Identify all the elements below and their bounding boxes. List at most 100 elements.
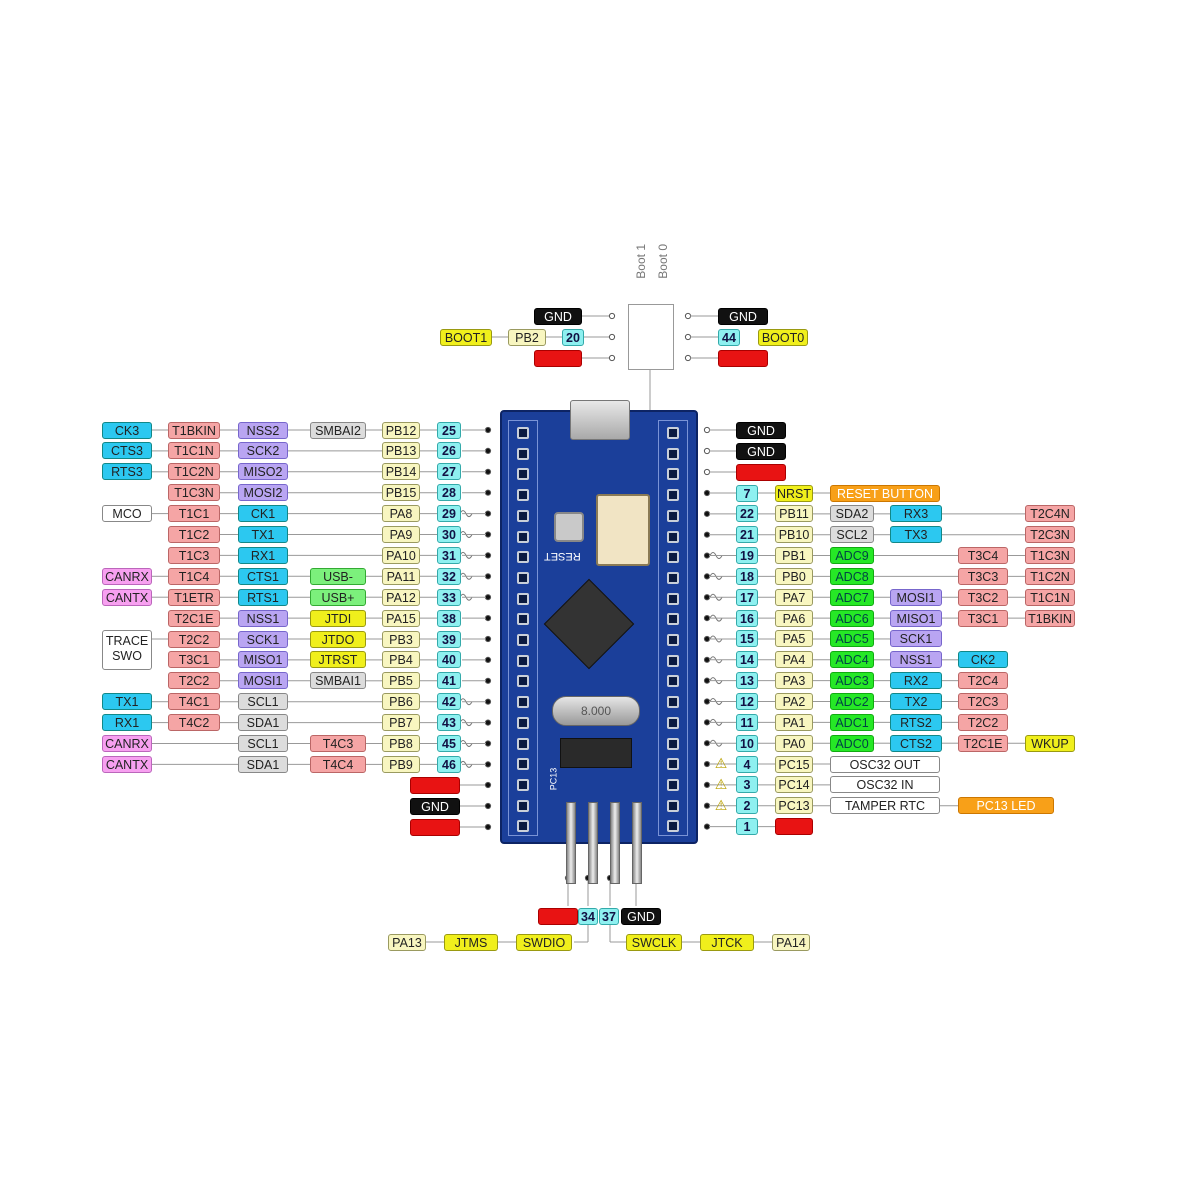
board-pin-dot [484, 510, 492, 517]
pin-number-18: 18 [736, 567, 758, 585]
label-t1bkin: T1BKIN [1025, 609, 1075, 627]
port-pb11: PB11 [775, 505, 813, 523]
header-pin-hole [667, 634, 679, 646]
pin-number-26: 26 [437, 442, 461, 460]
label-t1bkin: T1BKIN [168, 421, 220, 439]
stm32-mcu-chip [543, 578, 635, 670]
board-pin-dot [484, 489, 492, 496]
board-pin-dot [703, 698, 711, 705]
gnd-label: GND [736, 421, 786, 439]
label-adc0: ADC0 [830, 734, 874, 752]
port-pa5: PA5 [775, 630, 813, 648]
port-pa11: PA11 [382, 567, 420, 585]
port-pa2: PA2 [775, 693, 813, 710]
port-pa14: PA14 [772, 933, 810, 951]
pin-number-22: 22 [736, 505, 758, 523]
pin-number-17: 17 [736, 588, 758, 606]
label-jtck: JTCK [700, 933, 754, 951]
label-rx2: RX2 [890, 672, 942, 690]
header-pin-hole [517, 716, 529, 729]
header-pin-hole [667, 716, 679, 729]
label-sda1: SDA1 [238, 755, 288, 773]
label-t1etr: T1ETR [168, 588, 220, 606]
label-sck2: SCK2 [238, 442, 288, 460]
label-adc5: ADC5 [830, 630, 874, 648]
five-volt-label [410, 776, 460, 794]
label-t2c1e: T2C1E [958, 734, 1008, 752]
label-adc4: ADC4 [830, 651, 874, 669]
port-pa3: PA3 [775, 672, 813, 690]
port-pa0: PA0 [775, 734, 813, 752]
pin-dot [684, 354, 692, 362]
header-pin-hole [667, 799, 679, 812]
label-trace-swo: TRACE SWO [102, 630, 152, 670]
board-pin-dot [703, 531, 711, 538]
label-adc1: ADC1 [830, 713, 874, 731]
pin-number-37: 37 [599, 907, 619, 925]
port-pa15: PA15 [382, 609, 420, 627]
label-scl2: SCL2 [830, 526, 874, 544]
reset-button[interactable] [554, 512, 584, 542]
board-pin-dot [484, 468, 492, 475]
label-t4c4: T4C4 [310, 755, 366, 773]
pin-number-43: 43 [437, 714, 461, 732]
label-tx2: TX2 [890, 693, 942, 710]
vcc-3v3-label [534, 349, 582, 367]
label-nss1: NSS1 [890, 651, 942, 669]
label-t1c1n: T1C1N [1025, 588, 1075, 606]
board-pin-dot [484, 698, 492, 705]
label-cts2: CTS2 [890, 734, 942, 752]
boot-pin-label: Boot 0 [656, 244, 670, 279]
board-pin-dot [703, 552, 711, 559]
swd-header-pin [632, 802, 642, 884]
board-pin-dot [703, 635, 711, 643]
header-pin-hole [667, 551, 679, 564]
label-jtms: JTMS [444, 933, 498, 951]
port-pc13: PC13 [775, 797, 813, 815]
warning-icon: ⚠ [714, 755, 728, 772]
board-pin-dot [484, 802, 492, 810]
label-t4c2: T4C2 [168, 714, 220, 732]
pin-number-20: 20 [562, 328, 584, 346]
board-pin-dot [484, 635, 492, 643]
board-pin-dot [484, 719, 492, 726]
pin-number-2: 2 [736, 797, 758, 815]
header-pin-hole [667, 530, 679, 543]
voltage-regulator [560, 738, 632, 768]
port-pa10: PA10 [382, 546, 420, 564]
pin-number-46: 46 [437, 755, 461, 773]
vcc-3v3-label [538, 907, 578, 925]
pin-number-12: 12 [736, 693, 758, 710]
header-pin-hole [517, 778, 529, 791]
port-pc14: PC14 [775, 776, 813, 794]
header-pin-hole [667, 758, 679, 771]
label-adc2: ADC2 [830, 693, 874, 710]
port-pa13: PA13 [388, 933, 426, 951]
port-pa7: PA7 [775, 588, 813, 606]
gnd-label: GND [736, 442, 786, 460]
board-pin-dot [703, 656, 711, 663]
pin-number-39: 39 [437, 630, 461, 648]
boot-jumpers[interactable] [596, 494, 650, 566]
five-volt-label [736, 463, 786, 481]
label-miso1: MISO1 [890, 609, 942, 627]
label-rts3: RTS3 [102, 463, 152, 481]
header-pin-hole [517, 737, 529, 750]
label-t3c1: T3C1 [168, 651, 220, 669]
header-pin-hole [517, 820, 529, 833]
pin-number-7: 7 [736, 484, 758, 502]
board-pin-dot [703, 594, 711, 601]
pin-number-10: 10 [736, 734, 758, 752]
label-t1c2n: T1C2N [168, 463, 220, 481]
pin-dot [684, 333, 692, 341]
port-pa8: PA8 [382, 505, 420, 523]
port-pa4: PA4 [775, 651, 813, 669]
label-nss2: NSS2 [238, 421, 288, 439]
label-miso2: MISO2 [238, 463, 288, 481]
label-t1c1: T1C1 [168, 505, 220, 523]
port-pa9: PA9 [382, 526, 420, 543]
board-pin-dot [703, 677, 711, 684]
pc13-led-label: PC13 LED [958, 797, 1054, 815]
crystal-oscillator: 8.000 [552, 696, 640, 726]
port-pb10: PB10 [775, 526, 813, 544]
